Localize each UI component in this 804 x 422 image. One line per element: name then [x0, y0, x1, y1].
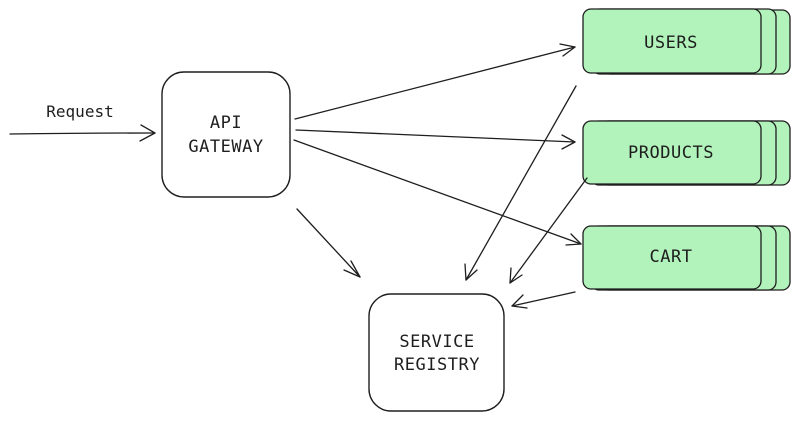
cart-label: CART — [650, 247, 693, 267]
service-registry-label-line2: REGISTRY — [394, 355, 480, 375]
arrow-cart-to-registry — [511, 291, 576, 309]
products-service-node: PRODUCTS — [582, 120, 791, 186]
arrow-gateway-to-products — [295, 129, 576, 150]
products-label: PRODUCTS — [628, 143, 714, 163]
request-label: Request — [46, 102, 113, 121]
cart-service-node: CART — [582, 225, 791, 291]
arrow-gateway-to-cart — [293, 139, 582, 246]
arrow-gateway-to-registry — [296, 208, 361, 278]
request-arrow — [9, 124, 156, 142]
api-gateway-label-line2: GATEWAY — [188, 137, 263, 157]
api-gateway-node: API GATEWAY — [161, 71, 291, 198]
service-registry-node: SERVICE REGISTRY — [368, 293, 505, 412]
users-label: USERS — [644, 33, 698, 53]
users-service-node: USERS — [582, 8, 791, 75]
arrow-users-to-registry — [464, 85, 577, 281]
arrow-gateway-to-users — [294, 43, 576, 120]
service-registry-label-line1: SERVICE — [399, 332, 474, 352]
api-gateway-label-line1: API — [210, 113, 242, 133]
arrow-products-to-registry — [509, 177, 588, 284]
